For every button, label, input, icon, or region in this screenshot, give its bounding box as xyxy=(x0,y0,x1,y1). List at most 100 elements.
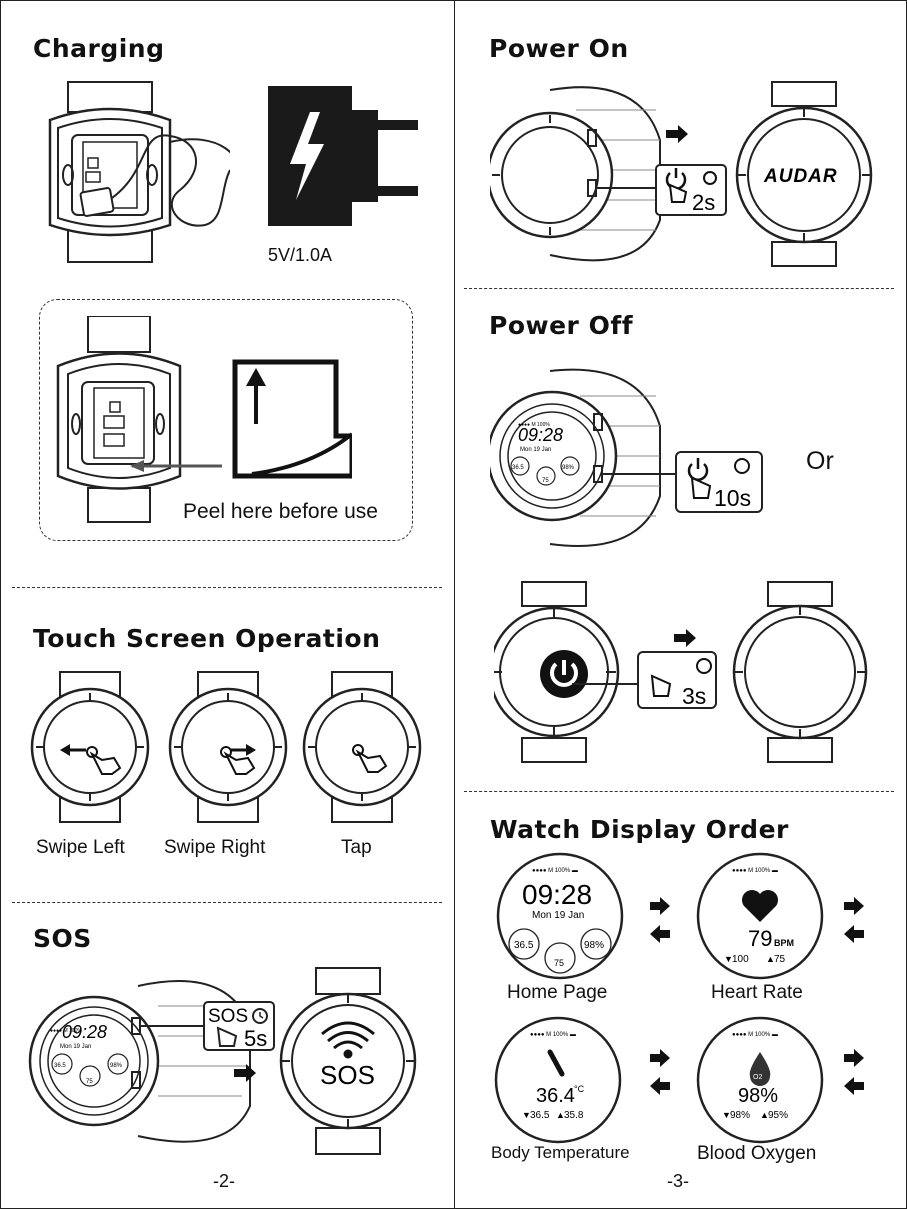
clock-icon xyxy=(734,458,750,474)
screen-blood-oxygen: ●●●● M 100% ▬ O2 98% ▼ 98% ▲ 95% xyxy=(696,1016,824,1144)
blood-oxygen-low: 95% xyxy=(768,1110,788,1121)
svg-text:●●●● M 100% ▬: ●●●● M 100% ▬ xyxy=(732,868,778,874)
swap-arrows-icon xyxy=(650,1049,670,1095)
screen-body-temperature: ●●●● M 100% ▬ 36.4 °C ▼ 36.5 ▲ 35.8 xyxy=(494,1016,622,1144)
swap-arrows-icon xyxy=(844,897,864,943)
watch-back-with-cable-figure xyxy=(48,81,230,263)
touch-title: Touch Screen Operation xyxy=(33,624,381,653)
screen-label-blood-oxygen: Blood Oxygen xyxy=(697,1143,817,1164)
svg-text:●●●● M 100% ▬: ●●●● M 100% ▬ xyxy=(532,868,578,874)
adapter-spec: 5V/1.0A xyxy=(268,245,333,265)
blood-oxygen-high: 98% xyxy=(730,1110,750,1121)
oxygen-icon-text: O2 xyxy=(753,1074,762,1081)
screen-heart-rate: ●●●● M 100% ▬ 79 BPM ▼ 100 ▲ 75 xyxy=(696,852,824,980)
power-on-title: Power On xyxy=(489,34,629,63)
divider xyxy=(12,902,442,903)
temperature-value: 36.4 xyxy=(536,1085,575,1107)
arrow-right-icon xyxy=(674,629,696,647)
swap-arrows-icon xyxy=(650,897,670,943)
screen-label-heart-rate: Heart Rate xyxy=(711,982,803,1003)
tap-watch xyxy=(302,671,422,823)
power-off-watch-temp: 36.5 xyxy=(512,465,524,471)
svg-text:▼: ▼ xyxy=(722,1110,731,1120)
gesture-watches-figure xyxy=(30,671,422,823)
clock-icon xyxy=(252,1008,268,1024)
gesture-label-swipe-right: Swipe Right xyxy=(164,837,266,858)
blood-oxygen-value: 98% xyxy=(738,1085,778,1107)
divider xyxy=(464,288,894,289)
sos-hold-time: 5s xyxy=(244,1026,267,1051)
temperature-high: 36.5 xyxy=(530,1110,550,1121)
home-temp: 36.5 xyxy=(514,940,534,951)
page-number-left: -2- xyxy=(213,1171,235,1191)
or-label: Or xyxy=(806,447,834,475)
swap-arrows-icon xyxy=(844,1049,864,1095)
svg-text:●●●● M 100% ▬: ●●●● M 100% ▬ xyxy=(732,1032,778,1038)
charging-title: Charging xyxy=(33,34,165,63)
svg-text:▼: ▼ xyxy=(724,954,733,964)
heart-rate-value: 79 xyxy=(748,926,772,951)
home-date: Mon 19 Jan xyxy=(532,910,584,921)
sos-watch-hr: 75 xyxy=(86,1079,93,1085)
screen-label-home-page: Home Page xyxy=(507,982,608,1003)
power-off-hold-time-button: 10s xyxy=(714,485,751,511)
hand-icon xyxy=(690,476,712,499)
power-off-watch-date: Mon 19 Jan xyxy=(520,447,551,453)
divider xyxy=(464,791,894,792)
home-spo2: 98% xyxy=(584,940,604,951)
power-off-watch-hr: 75 xyxy=(542,478,549,484)
hand-icon xyxy=(216,1026,238,1047)
gesture-label-tap: Tap xyxy=(341,837,372,858)
lightning-icon xyxy=(290,112,324,200)
peel-caption: Peel here before use xyxy=(183,500,378,523)
sos-watch-spo2: 98% xyxy=(110,1063,123,1069)
svg-text:▲: ▲ xyxy=(766,954,775,964)
clock-icon xyxy=(696,658,712,674)
swipe-left-watch xyxy=(30,671,150,823)
hand-icon xyxy=(668,183,688,203)
svg-text:▼: ▼ xyxy=(522,1110,531,1120)
temperature-unit: °C xyxy=(574,1084,585,1094)
arrow-up-icon xyxy=(246,368,266,386)
svg-text:●●●● M 100%: ●●●● M 100% xyxy=(518,422,550,428)
sos-button-label: SOS xyxy=(208,1006,248,1027)
hand-icon xyxy=(650,674,672,697)
peel-instruction-box xyxy=(39,299,413,541)
display-order-title: Watch Display Order xyxy=(490,815,789,844)
power-on-hold-time: 2s xyxy=(692,190,715,215)
gesture-label-swipe-left: Swipe Left xyxy=(36,837,125,858)
screen-label-body-temperature: Body Temperature xyxy=(491,1143,630,1162)
sos-screen-text: SOS xyxy=(320,1060,375,1090)
heart-icon xyxy=(742,890,778,922)
sos-title: SOS xyxy=(33,924,92,953)
heart-rate-low: 75 xyxy=(774,954,786,965)
svg-text:▲: ▲ xyxy=(556,1110,565,1120)
power-off-watch-time: 09:28 xyxy=(518,425,563,445)
sos-watch-temp: 36.5 xyxy=(54,1063,66,1069)
screen-home-page: ●●●● M 100% ▬ 09:28 Mon 19 Jan 36.5 75 9… xyxy=(496,852,624,980)
svg-text:●●●● M 100% ▬: ●●●● M 100% ▬ xyxy=(530,1032,576,1038)
signal-icon xyxy=(321,1021,375,1059)
peel-figure xyxy=(56,316,352,523)
clock-icon xyxy=(703,171,717,185)
svg-text:▲: ▲ xyxy=(760,1110,769,1120)
power-off-screen-figure: 3s xyxy=(494,581,868,763)
power-off-watch-spo2: 98% xyxy=(562,465,575,471)
temperature-low: 35.8 xyxy=(564,1110,584,1121)
sos-watch-date: Mon 19 Jan xyxy=(60,1044,91,1050)
arrow-right-icon xyxy=(234,1064,256,1082)
power-adapter-figure xyxy=(268,86,418,226)
home-time: 09:28 xyxy=(522,879,592,910)
divider xyxy=(12,587,442,588)
display-order-figure: ●●●● M 100% ▬ 09:28 Mon 19 Jan 36.5 75 9… xyxy=(494,852,864,1144)
power-off-button-figure: ●●●● M 100% 09:28 Mon 19 Jan 36.5 75 98%… xyxy=(490,368,763,547)
swipe-right-watch xyxy=(168,671,288,823)
sos-watch-time: 09:28 xyxy=(62,1022,107,1042)
power-off-hold-time-screen: 3s xyxy=(682,683,706,709)
heart-rate-unit: BPM xyxy=(774,938,794,948)
home-hr: 75 xyxy=(554,958,564,968)
oxygen-drop-icon xyxy=(749,1052,771,1086)
arrow-right-icon xyxy=(666,125,688,143)
heart-rate-high: 100 xyxy=(732,954,749,965)
sos-figure: ●●●● M 100% 09:28 Mon 19 Jan 36.5 75 98%… xyxy=(28,967,417,1155)
